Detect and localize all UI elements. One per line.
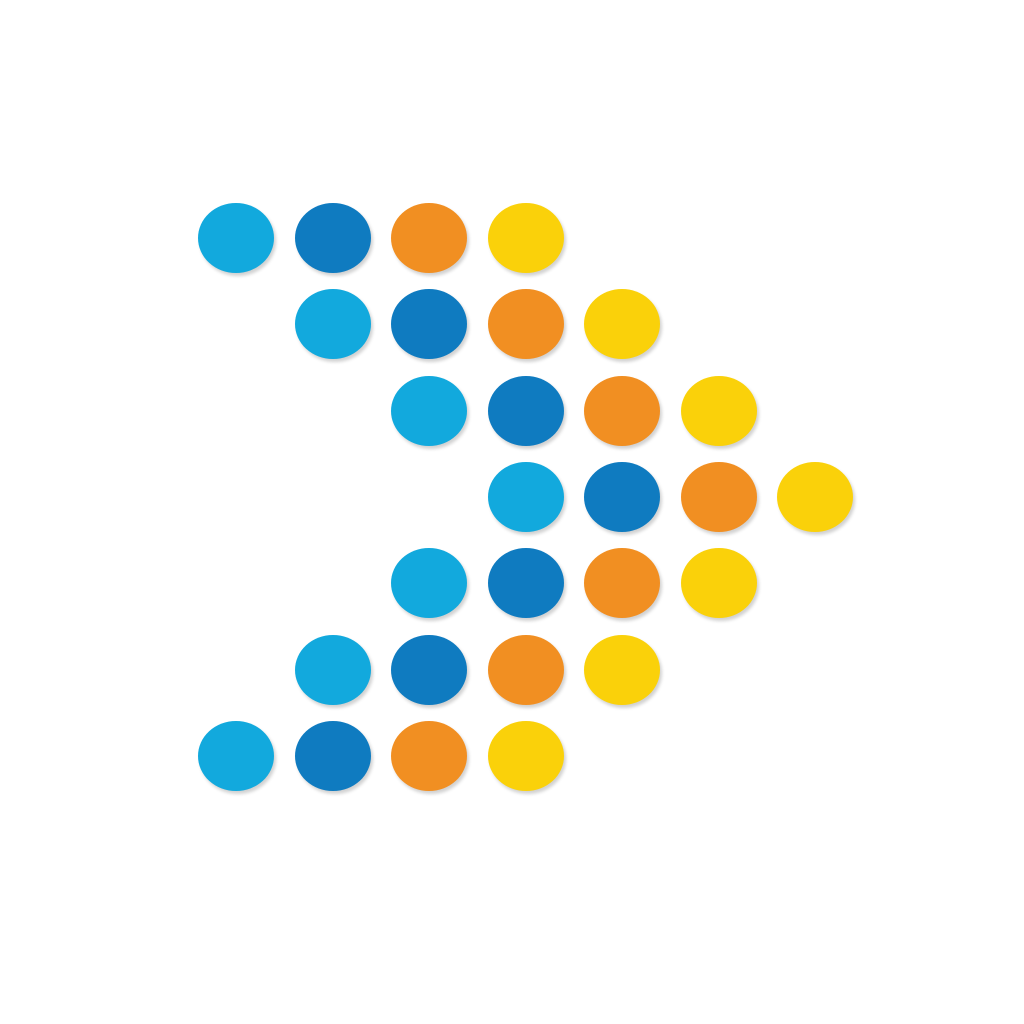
logo-dot-light-blue (488, 462, 564, 532)
logo-dot-light-blue (295, 289, 371, 359)
logo-dot-dark-blue (391, 289, 467, 359)
logo-dot-dark-blue (488, 548, 564, 618)
logo-dot-yellow (584, 289, 660, 359)
logo-dot-dark-blue (295, 721, 371, 791)
logo-dot-light-blue (391, 548, 467, 618)
logo-dot-orange (681, 462, 757, 532)
logo-dot-yellow (584, 635, 660, 705)
logo-dot-yellow (488, 203, 564, 273)
logo-dot-orange (488, 289, 564, 359)
logo-dot-yellow (777, 462, 853, 532)
logo-dot-light-blue (391, 376, 467, 446)
logo-dot-orange (584, 548, 660, 618)
logo-dot-orange (584, 376, 660, 446)
logo-dot-yellow (681, 376, 757, 446)
logo-dot-dark-blue (584, 462, 660, 532)
logo-dot-orange (391, 203, 467, 273)
logo-dot-dark-blue (391, 635, 467, 705)
logo-dot-light-blue (198, 721, 274, 791)
logo-dot-yellow (488, 721, 564, 791)
logo-dot-light-blue (198, 203, 274, 273)
logo-dot-light-blue (295, 635, 371, 705)
logo-dot-dark-blue (295, 203, 371, 273)
logo-dot-yellow (681, 548, 757, 618)
logo-dot-orange (391, 721, 467, 791)
logo-dot-orange (488, 635, 564, 705)
logo-dot-dark-blue (488, 376, 564, 446)
